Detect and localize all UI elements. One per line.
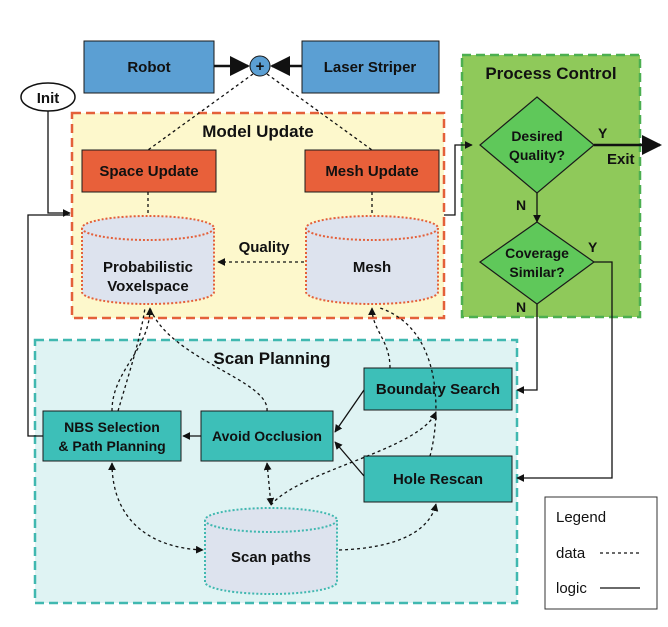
legend-logic-label: logic: [556, 580, 587, 597]
nbs-selection-box: [42, 410, 182, 462]
mesh-db: [305, 215, 439, 305]
voxelspace-db: [81, 215, 215, 305]
nbs-to-update-loop: [27, 214, 70, 437]
laser-striper-box: [301, 40, 440, 94]
hole-to-avoid-arrow: [334, 441, 365, 477]
avoid-occlusion-label: Avoid Occlusion: [212, 428, 322, 444]
scan-planning-title: Scan Planning: [213, 349, 330, 368]
legend-title: Legend: [556, 509, 606, 526]
space-update-box: [81, 149, 217, 193]
init-to-voxelspace-line: [47, 111, 71, 217]
scan-paths-db: [204, 507, 338, 595]
hole-mesh-data: [379, 307, 437, 457]
boundary-search-label: Boundary Search: [376, 381, 500, 398]
combiner-to-mesh-update: [266, 73, 373, 151]
voxelspace-label-2: Voxelspace: [107, 278, 188, 295]
desired-quality-label-1: Desired: [511, 128, 562, 144]
robot-box: [83, 40, 215, 94]
hole-rescan-box: [363, 455, 513, 503]
scan-paths-label: Scan paths: [231, 549, 311, 566]
coverage-similar-label-2: Similar?: [509, 264, 564, 280]
coverage-similar-label-1: Coverage: [505, 245, 569, 261]
model-update-title: Model Update: [202, 122, 313, 141]
exit-label: Exit: [607, 151, 635, 168]
avoid-occlusion-box: [200, 410, 334, 462]
quality-label: Quality: [239, 239, 291, 256]
coverage-no-label: N: [516, 299, 526, 315]
desired-yes-label: Y: [598, 125, 608, 141]
legend-data-label: data: [556, 545, 586, 562]
scanpaths-hole-data: [338, 503, 439, 551]
coverage-yes-label: Y: [588, 239, 598, 255]
laser-striper-label: Laser Striper: [324, 59, 417, 76]
model-update-to-desired-quality: [444, 141, 473, 216]
nbs-voxelspace-data-2: [117, 307, 146, 412]
combiner-label: +: [256, 58, 265, 75]
avoid-voxelspace-data: [149, 307, 268, 412]
robot-label: Robot: [127, 59, 170, 76]
nbs-selection-label-1: NBS Selection: [64, 419, 160, 435]
boundary-mesh-data: [368, 307, 391, 369]
mesh-db-label: Mesh: [353, 259, 391, 276]
hole-rescan-label: Hole Rescan: [393, 471, 483, 488]
combiner-to-space-update: [147, 73, 254, 151]
coverage-no-to-boundary-search: [516, 304, 538, 394]
desired-quality-label-2: Quality?: [509, 147, 565, 163]
coverage-yes-to-hole-rescan: [516, 261, 613, 482]
boundary-to-avoid-arrow: [334, 389, 365, 433]
process-control-title: Process Control: [485, 64, 616, 83]
boundary-search-box: [363, 367, 513, 411]
scanpaths-boundary-data: [270, 411, 437, 506]
nbs-voxelspace-data: [111, 307, 154, 412]
nbs-scanpaths-data: [108, 462, 204, 554]
mesh-update-label: Mesh Update: [325, 163, 418, 180]
nbs-selection-label-2: & Path Planning: [58, 438, 165, 454]
avoid-scanpaths-data: [263, 462, 275, 506]
voxelspace-label-1: Probabilistic: [103, 259, 193, 276]
desired-no-label: N: [516, 197, 526, 213]
space-update-label: Space Update: [99, 163, 198, 180]
init-label: Init: [37, 90, 60, 107]
